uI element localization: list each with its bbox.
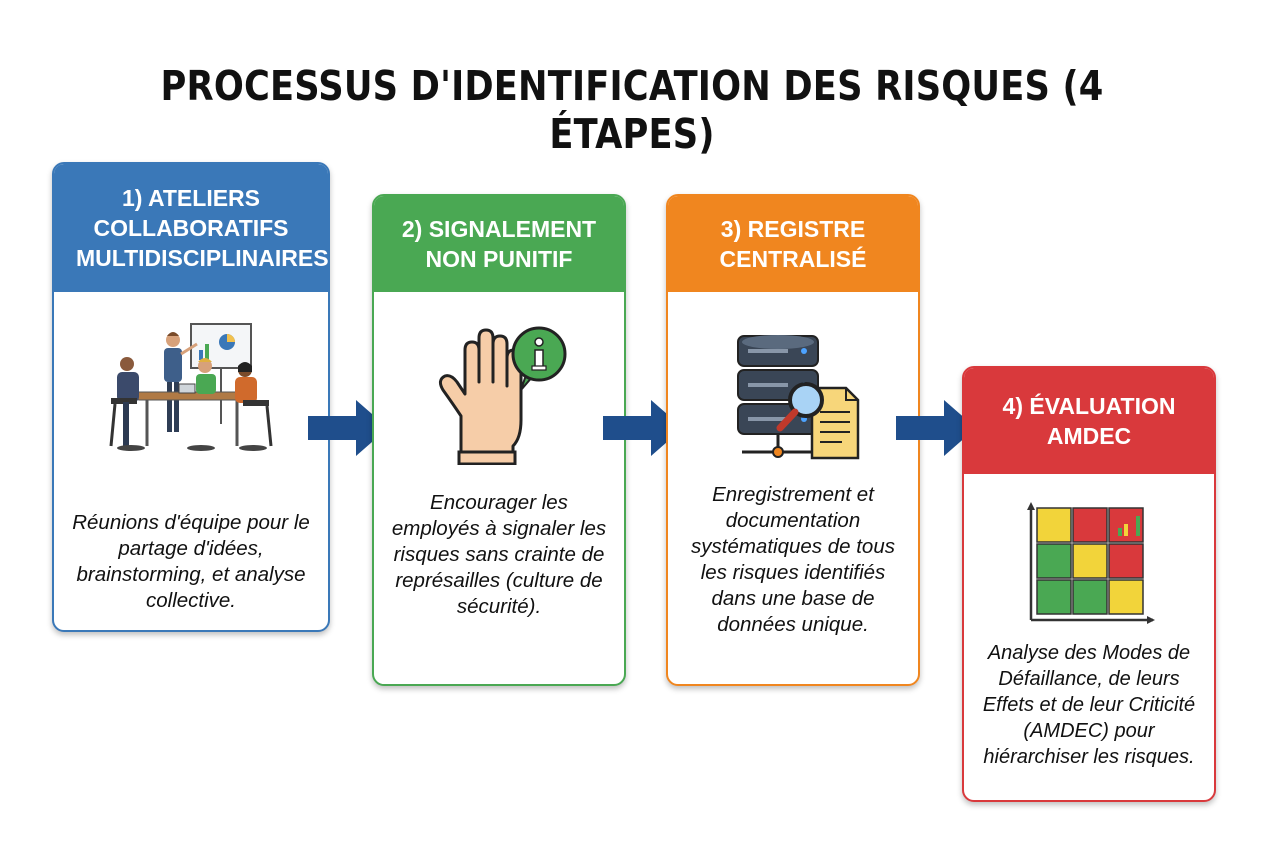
step-description-4: Analyse des Modes de Défaillance, de leu… [982,642,1196,768]
arrow-right-icon [603,400,683,456]
team-meeting-icon [54,314,328,472]
step-description-2: Encourager les employés à signaler les r… [391,491,607,618]
database-search-icon [668,328,918,472]
step-header-2: 2) SIGNALEMENT NON PUNITIF [374,196,624,292]
step-card-1: 1) ATELIERS COLLABORATIFS MULTIDISCIPLIN… [52,162,330,632]
raised-hand-info-icon [374,320,624,470]
step-card-2: 2) SIGNALEMENT NON PUNITIF Encourager le… [372,194,626,686]
arrow-right-icon [308,400,388,456]
step-card-3: 3) REGISTRE CENTRALISÉ [666,194,920,686]
step-header-4: 4) ÉVALUATION AMDEC [964,368,1214,474]
risk-matrix-icon [964,502,1214,640]
step-header-1: 1) ATELIERS COLLABORATIFS MULTIDISCIPLIN… [54,164,328,292]
step-card-4: 4) ÉVALUATION AMDEC Analyse des Modes d [962,366,1216,802]
step-header-1-label: 1) ATELIERS COLLABORATIFS MULTIDISCIPLIN… [76,185,329,271]
step-header-3-label: 3) REGISTRE CENTRALISÉ [719,216,867,272]
page-title: PROCESSUS D'IDENTIFICATION DES RISQUES (… [160,62,1104,158]
step-description-3: Enregistrement et documentation systémat… [691,483,895,636]
step-header-4-label: 4) ÉVALUATION AMDEC [1002,393,1176,449]
arrow-right-icon [896,400,976,456]
step-header-3: 3) REGISTRE CENTRALISÉ [668,196,918,292]
step-description-1: Réunions d'équipe pour le partage d'idée… [72,511,310,612]
step-header-2-label: 2) SIGNALEMENT NON PUNITIF [401,216,597,272]
